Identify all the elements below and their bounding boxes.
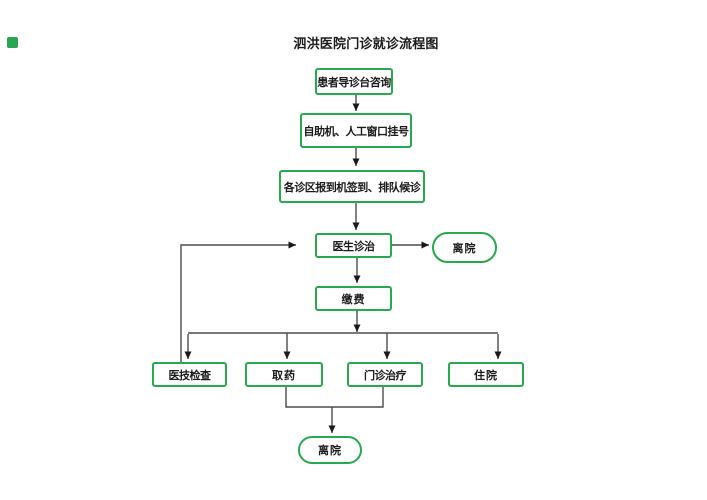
corner-mark — [7, 37, 18, 48]
flow-node-medicine: 取药 — [245, 362, 323, 387]
flow-node-leave-top: 离院 — [432, 232, 497, 263]
flow-node-consult: 患者导诊台咨询 — [315, 68, 393, 95]
flow-node-register: 自助机、人工窗口挂号 — [300, 113, 412, 148]
flow-node-doctor: 医生诊治 — [315, 233, 392, 258]
flow-node-hospitalize: 住院 — [448, 362, 524, 387]
flow-node-exam: 医技检查 — [152, 362, 227, 387]
flow-node-pay: 缴费 — [315, 286, 392, 311]
page-title: 泗洪医院门诊就诊流程图 — [293, 36, 439, 51]
flow-node-leave-bottom: 离院 — [298, 436, 362, 464]
flow-node-treatment: 门诊治疗 — [347, 362, 423, 387]
flow-node-checkin: 各诊区报到机签到、排队候诊 — [279, 170, 425, 203]
